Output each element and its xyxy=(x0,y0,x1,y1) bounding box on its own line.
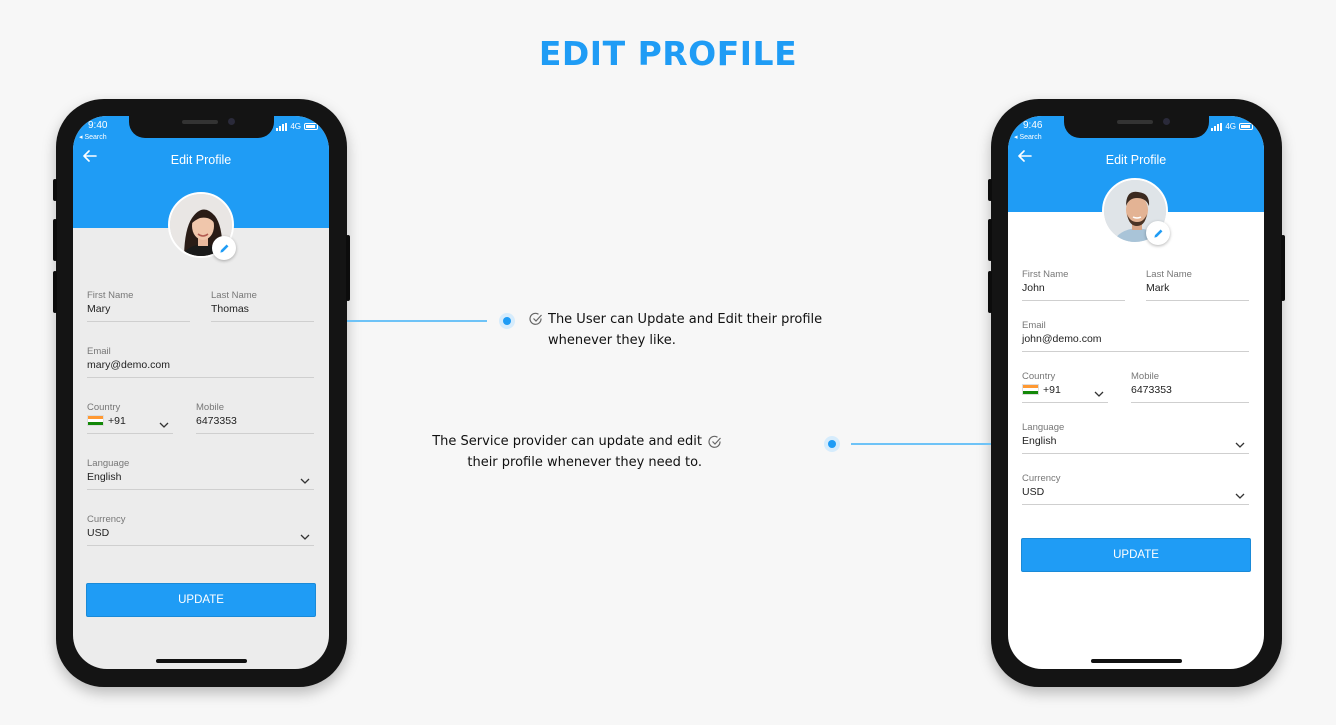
update-button[interactable]: UPDATE xyxy=(86,583,316,617)
provider-connector-line xyxy=(851,443,991,445)
network-type: 4G xyxy=(290,122,301,131)
pencil-edit-icon xyxy=(219,244,228,253)
mobile-field[interactable]: Mobile 6473353 xyxy=(1131,371,1249,403)
battery-icon xyxy=(304,123,318,130)
network-type: 4G xyxy=(1225,122,1236,131)
status-back-app[interactable]: ◂ Search xyxy=(79,134,107,141)
currency-label: Currency xyxy=(87,514,126,525)
battery-icon xyxy=(1239,123,1253,130)
language-label: Language xyxy=(1022,422,1065,433)
email-field[interactable]: Email mary@demo.com xyxy=(87,346,314,378)
back-arrow-icon[interactable] xyxy=(83,150,97,166)
chevron-down-icon[interactable] xyxy=(1235,442,1245,448)
currency-value: USD xyxy=(87,527,110,539)
currency-select[interactable]: Currency USD xyxy=(87,514,314,546)
user-annotation-line1: The User can Update and Edit their profi… xyxy=(548,312,823,327)
email-value[interactable]: mary@demo.com xyxy=(87,359,171,371)
edit-avatar-button[interactable] xyxy=(212,236,236,260)
india-flag-icon xyxy=(87,415,104,426)
status-time: 9:40 xyxy=(88,120,108,131)
country-code-select[interactable]: Country +91 xyxy=(87,402,173,434)
country-code-value: +91 xyxy=(108,415,126,427)
last-name-field[interactable]: Last Name Thomas xyxy=(211,290,314,322)
screen-title: Edit Profile xyxy=(170,153,232,167)
email-label: Email xyxy=(1022,320,1046,331)
language-select[interactable]: Language English xyxy=(87,458,314,490)
chevron-down-icon[interactable] xyxy=(300,534,310,540)
country-label: Country xyxy=(87,402,121,413)
chevron-down-icon[interactable] xyxy=(1094,391,1104,397)
country-code-select[interactable]: Country +91 xyxy=(1022,371,1108,403)
pencil-edit-icon xyxy=(1153,229,1162,238)
language-select[interactable]: Language English xyxy=(1022,422,1249,454)
user-screen: 9:40 ◂ Search 4G Edit Profile xyxy=(73,116,329,669)
last-name-label: Last Name xyxy=(1146,269,1192,280)
first-name-value[interactable]: Mary xyxy=(87,303,111,315)
home-indicator[interactable] xyxy=(156,659,247,663)
email-label: Email xyxy=(87,346,111,357)
language-label: Language xyxy=(87,458,130,469)
mobile-value[interactable]: 6473353 xyxy=(196,415,237,427)
user-annotation-line2: whenever they like. xyxy=(548,333,676,348)
signal-icon xyxy=(1211,122,1223,131)
provider-annotation: The Service provider can update and edit… xyxy=(400,431,702,473)
user-connector-line xyxy=(347,320,487,322)
last-name-field[interactable]: Last Name Mark xyxy=(1146,269,1249,301)
edit-avatar-button[interactable] xyxy=(1146,221,1170,245)
first-name-label: First Name xyxy=(87,290,134,301)
language-value: English xyxy=(87,471,122,483)
provider-phone-mockup: 9:46 ◂ Search 4G Edit Profile xyxy=(988,99,1285,687)
chevron-down-icon[interactable] xyxy=(159,422,169,428)
status-time: 9:46 xyxy=(1023,120,1043,131)
last-name-value[interactable]: Mark xyxy=(1146,282,1170,294)
currency-label: Currency xyxy=(1022,473,1061,484)
provider-annotation-line1: The Service provider can update and edit xyxy=(432,434,702,449)
provider-annotation-line2: their profile whenever they need to. xyxy=(467,455,702,470)
email-value[interactable]: john@demo.com xyxy=(1022,333,1102,345)
status-back-app[interactable]: ◂ Search xyxy=(1014,134,1042,141)
back-arrow-icon[interactable] xyxy=(1018,150,1032,166)
mobile-value[interactable]: 6473353 xyxy=(1131,384,1172,396)
currency-value: USD xyxy=(1022,486,1045,498)
status-indicators: 4G xyxy=(1211,122,1253,131)
first-name-field[interactable]: First Name John xyxy=(1022,269,1125,301)
signal-icon xyxy=(276,122,288,131)
chevron-down-icon[interactable] xyxy=(300,478,310,484)
language-value: English xyxy=(1022,435,1057,447)
provider-connector-dot xyxy=(824,436,840,452)
status-indicators: 4G xyxy=(276,122,318,131)
provider-screen: 9:46 ◂ Search 4G Edit Profile xyxy=(1008,116,1264,669)
mobile-field[interactable]: Mobile 6473353 xyxy=(196,402,314,434)
update-button[interactable]: UPDATE xyxy=(1021,538,1251,572)
email-field[interactable]: Email john@demo.com xyxy=(1022,320,1249,352)
home-indicator[interactable] xyxy=(1091,659,1182,663)
user-annotation: The User can Update and Edit their profi… xyxy=(548,309,858,351)
currency-select[interactable]: Currency USD xyxy=(1022,473,1249,505)
india-flag-icon xyxy=(1022,384,1039,395)
last-name-label: Last Name xyxy=(211,290,257,301)
last-name-value[interactable]: Thomas xyxy=(211,303,249,315)
check-circle-icon xyxy=(708,435,721,448)
check-circle-icon xyxy=(529,312,542,325)
country-code-value: +91 xyxy=(1043,384,1061,396)
first-name-value[interactable]: John xyxy=(1022,282,1045,294)
mobile-label: Mobile xyxy=(1131,371,1159,382)
first-name-label: First Name xyxy=(1022,269,1069,280)
mobile-label: Mobile xyxy=(196,402,224,413)
chevron-down-icon[interactable] xyxy=(1235,493,1245,499)
page-title: EDIT PROFILE xyxy=(538,34,798,73)
first-name-field[interactable]: First Name Mary xyxy=(87,290,190,322)
screen-title: Edit Profile xyxy=(1105,153,1167,167)
user-connector-dot xyxy=(499,313,515,329)
country-label: Country xyxy=(1022,371,1056,382)
user-phone-mockup: 9:40 ◂ Search 4G Edit Profile xyxy=(53,99,350,687)
